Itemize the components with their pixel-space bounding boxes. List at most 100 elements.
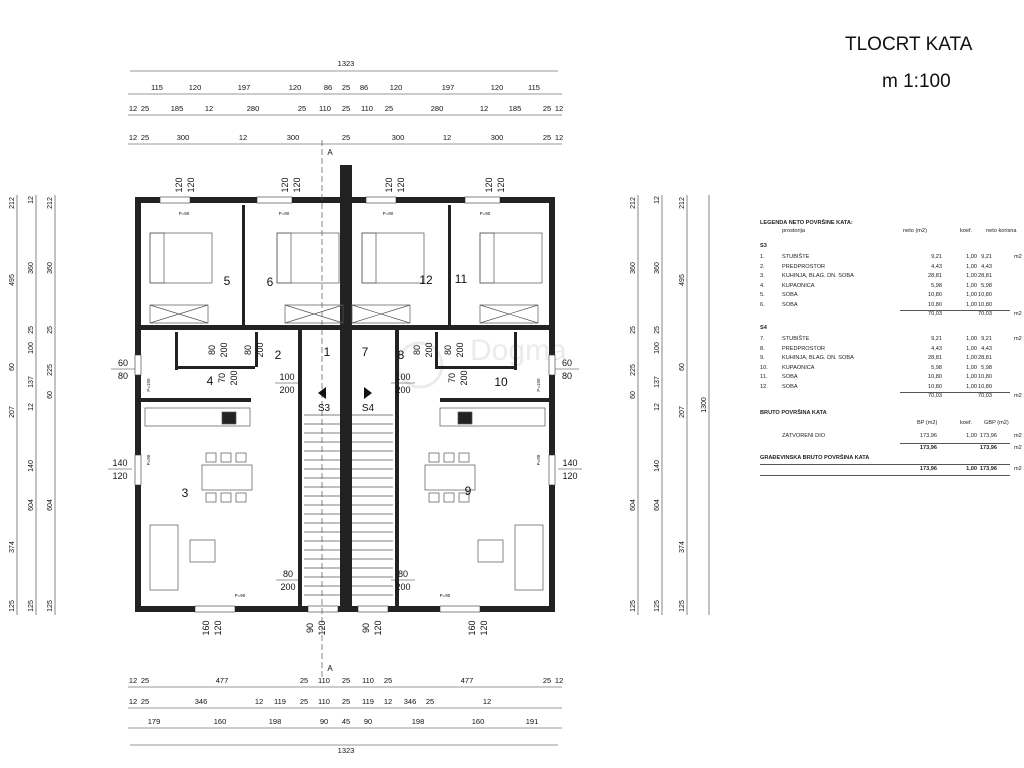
stair-label: S3 [318,403,331,414]
row-number: 5. [760,292,765,298]
coefficient: 1,00 [966,355,977,361]
row-number: 12. [760,383,768,390]
opening-height: 200 [229,370,239,385]
dimension-value: 125 [9,600,16,612]
row-number: 6. [760,301,765,308]
chair [443,452,455,463]
dimension-value: 360 [654,262,661,274]
net-area: 10,80 [928,383,942,390]
room-name: KUPAONICA [782,282,815,289]
dimension-value: 12 [480,104,488,113]
dimension-value: 280 [247,104,260,113]
dimension-value: 280 [431,104,444,113]
dimension-value: 119 [362,697,374,706]
window [194,605,236,613]
opening-width: 100 [279,372,294,382]
dimension-value: 191 [526,717,539,726]
net-area: 10,80 [928,374,942,380]
dimension-value: 25 [141,133,149,142]
window [464,196,501,204]
wall [340,165,352,170]
dimension-value: 346 [195,697,208,706]
usable-area: 10,80 [978,374,992,380]
room-number: 6 [267,275,274,289]
dimension-value: 140 [654,460,661,472]
sill-label: P=90 [279,211,290,216]
usable-area: 10,80 [978,292,992,298]
opening-height: 120 [292,177,302,192]
sill-label: P=150 [536,378,541,392]
dimension-value: 60 [47,391,54,399]
column-header: prostorija [782,228,806,234]
sill-label: P=90 [146,454,151,465]
dimension-value: 207 [9,406,16,418]
dimension-value: 25 [543,676,551,685]
dimension-value: 125 [654,600,661,612]
total-net: 70,03 [928,311,942,317]
coefficient: 1,00 [966,364,977,371]
usable-area: 9,21 [981,254,992,260]
dimension-value: 12 [443,133,451,142]
dimension-value: 125 [630,600,637,612]
dimension-value: 25 [342,697,350,706]
dimension-value: 25 [630,326,637,334]
wall [435,366,515,369]
bp-value: 173,96 [919,466,937,472]
row-number: 8. [760,345,765,352]
opening-width: 80 [207,345,217,355]
table-divider [900,392,1010,393]
section-marker: A [327,664,333,673]
sill-label: P=150 [146,378,151,392]
net-area: 9,21 [931,254,942,260]
dimension-value: 60 [9,363,16,371]
opening-width: 80 [283,569,293,579]
coefficient: 1,00 [966,336,977,342]
bp-value: 173,96 [919,433,937,439]
wall [549,197,555,612]
opening-width: 70 [447,373,457,383]
table-divider [760,464,1010,465]
opening-width: 80 [412,345,422,355]
room-name: KUPAONICA [782,364,815,371]
total-net: 70,03 [928,393,942,399]
legend-heading: LEGENDA NETO POVRŠINE KATA: [760,220,853,226]
dimension-value: 100 [654,342,661,354]
dimension-total: 1300 [701,397,708,413]
usable-area: 4,43 [981,345,992,352]
usable-area: 9,21 [981,336,992,342]
room-name: KUHINJA, BLAG. DN. SOBA [782,273,854,279]
sofa [514,524,544,591]
dimension-value: 120 [289,83,302,92]
dimension-value: 86 [324,83,332,92]
gbp-value: 173,96 [979,466,997,472]
dimension-value: 25 [47,326,54,334]
dimension-value: 12 [28,196,35,204]
unit: m2 [1014,445,1022,451]
dimension-value: 212 [9,197,16,209]
opening-height: 120 [373,620,383,635]
total-usable: 70,03 [978,311,992,317]
wall [352,325,397,330]
dimension-value: 12 [555,133,563,142]
opening-height: 200 [280,582,295,592]
kitchen-counter [439,407,546,427]
opening-width: 120 [280,177,290,192]
group-name: S4 [760,325,767,331]
wall [175,366,255,369]
dimension-value: 25 [298,104,306,113]
dimension-value: 110 [362,676,374,685]
dimension-value: 110 [318,676,330,685]
stove-icon [457,411,473,425]
dimension-value: 120 [390,83,403,92]
dimension-value: 110 [318,697,330,706]
dimension-value: 125 [47,600,54,612]
dimension-value: 25 [141,697,149,706]
window [548,454,556,486]
window [365,196,397,204]
dimension-value: 374 [679,541,686,553]
wall [435,332,438,367]
opening-width: 90 [305,623,315,633]
window [357,605,389,613]
dimension-value: 495 [679,274,686,286]
dimension-value: 12 [654,196,661,204]
